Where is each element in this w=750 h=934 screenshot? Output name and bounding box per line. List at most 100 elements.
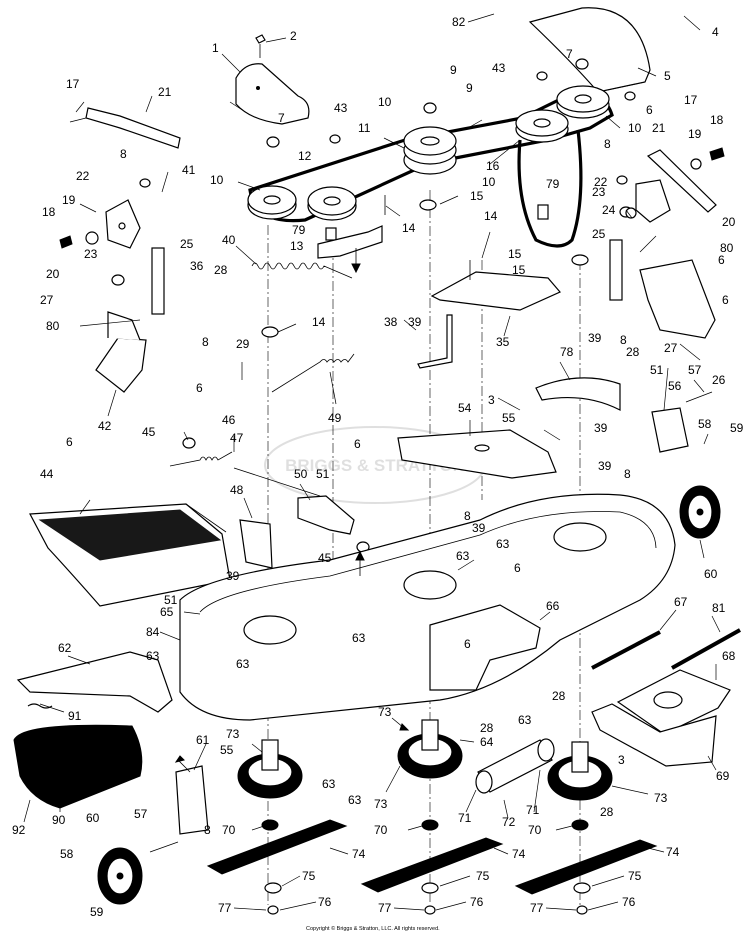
callout-label: 62 [58,641,72,655]
callout-label: 15 [470,189,484,203]
left-front-bracket [95,311,147,393]
callout-label: 45 [318,551,332,565]
left-hanger-bar [151,247,165,315]
pulley-left [247,185,297,220]
callout-label: 3 [618,753,625,767]
callout-label: 43 [492,61,506,75]
anti-scalp-roller [475,738,555,794]
callout-label: 63 [236,657,250,671]
callout-label: 74 [666,845,680,859]
callout-label: 84 [146,625,160,639]
callout-label: 56 [668,379,682,393]
callout-label: 8 [464,509,471,523]
callout-label: 49 [328,411,342,425]
callout-label: 28 [600,805,614,819]
callout-label: 11 [358,121,371,135]
callout-label: 18 [710,113,724,127]
idler-arm [317,195,386,259]
callout-label: 44 [40,467,54,481]
callout-label: 8 [120,147,127,161]
callout-label: 91 [68,709,82,723]
chute-spring [169,451,321,497]
callout-label: 5 [664,69,671,83]
callout-label: 10 [378,95,392,109]
callout-label: 22 [594,175,608,189]
callout-label: 8 [204,823,211,837]
callout-label: 77 [378,901,392,915]
callout-label: 36 [190,259,204,273]
wing-nut-left [59,231,99,249]
lift-bracket [430,260,561,311]
callout-label: 6 [722,293,729,307]
deck-brace [429,604,541,691]
blade-right [514,839,658,895]
callout-label: 63 [146,649,160,663]
blade-left [206,819,348,875]
callout-label: 55 [502,411,516,425]
callout-label: 29 [236,337,250,351]
callout-label: 75 [476,869,490,883]
anti-scalp-rod [417,314,453,369]
callout-label: 25 [180,237,194,251]
callout-label: 70 [222,823,236,837]
callout-label: 71 [458,811,472,825]
callout-label: 27 [664,341,678,355]
callout-label: 8 [624,467,631,481]
deck-plate [397,429,557,479]
callout-label: 80 [46,319,60,333]
callout-label: 51 [316,467,330,481]
callout-label: 39 [588,331,602,345]
belt-cover [235,34,310,125]
side-shield [13,703,143,809]
callout-label: 51 [164,593,178,607]
callout-label: 41 [182,163,196,177]
callout-label: 74 [512,847,526,861]
gauge-wheel-right [679,485,721,539]
callout-label: 16 [486,159,500,173]
callout-label: 82 [452,15,466,29]
callout-label: 61 [196,733,210,747]
callout-label: 15 [508,247,522,261]
rear-rods [591,628,741,670]
callout-label: 23 [84,247,98,261]
callout-label: 20 [46,267,60,281]
right-lift-link [625,149,717,223]
leader-lines [23,13,721,911]
callout-label: 15 [512,263,526,277]
callout-label: 6 [464,637,471,651]
callout-label: 39 [594,421,608,435]
callout-label: 28 [626,345,640,359]
callout-label: 57 [134,807,148,821]
callout-label: 63 [518,713,532,727]
callout-label: 79 [292,223,306,237]
callout-label: 80 [720,241,734,255]
callout-label: 46 [222,413,236,427]
callout-label: 6 [66,435,73,449]
callout-label: 6 [354,437,361,451]
callout-label: 38 [384,315,398,329]
callout-label: 54 [458,401,472,415]
callout-label: 24 [602,203,616,217]
copyright-notice: Copyright © Briggs & Stratton, LLC. All … [306,925,440,932]
discharge-chute [29,503,231,607]
mower-deck [179,493,676,721]
callout-label: 6 [196,381,203,395]
callout-label: 58 [698,417,712,431]
callout-label: 17 [684,93,698,107]
callout-label: 2 [290,29,297,43]
callout-label: 14 [402,221,416,235]
callout-label: 63 [352,631,366,645]
callout-label: 57 [688,363,702,377]
callout-label: 60 [704,567,718,581]
callout-label: 72 [502,815,516,829]
deflector [16,651,173,713]
belt-guard-arc [535,377,621,411]
callout-label: 27 [40,293,54,307]
callout-label: 55 [220,743,234,757]
callout-label: 17 [66,77,80,91]
callout-label: 59 [730,421,744,435]
callout-label: 47 [230,431,244,445]
callout-label: 65 [160,605,174,619]
callout-label: 67 [674,595,688,609]
